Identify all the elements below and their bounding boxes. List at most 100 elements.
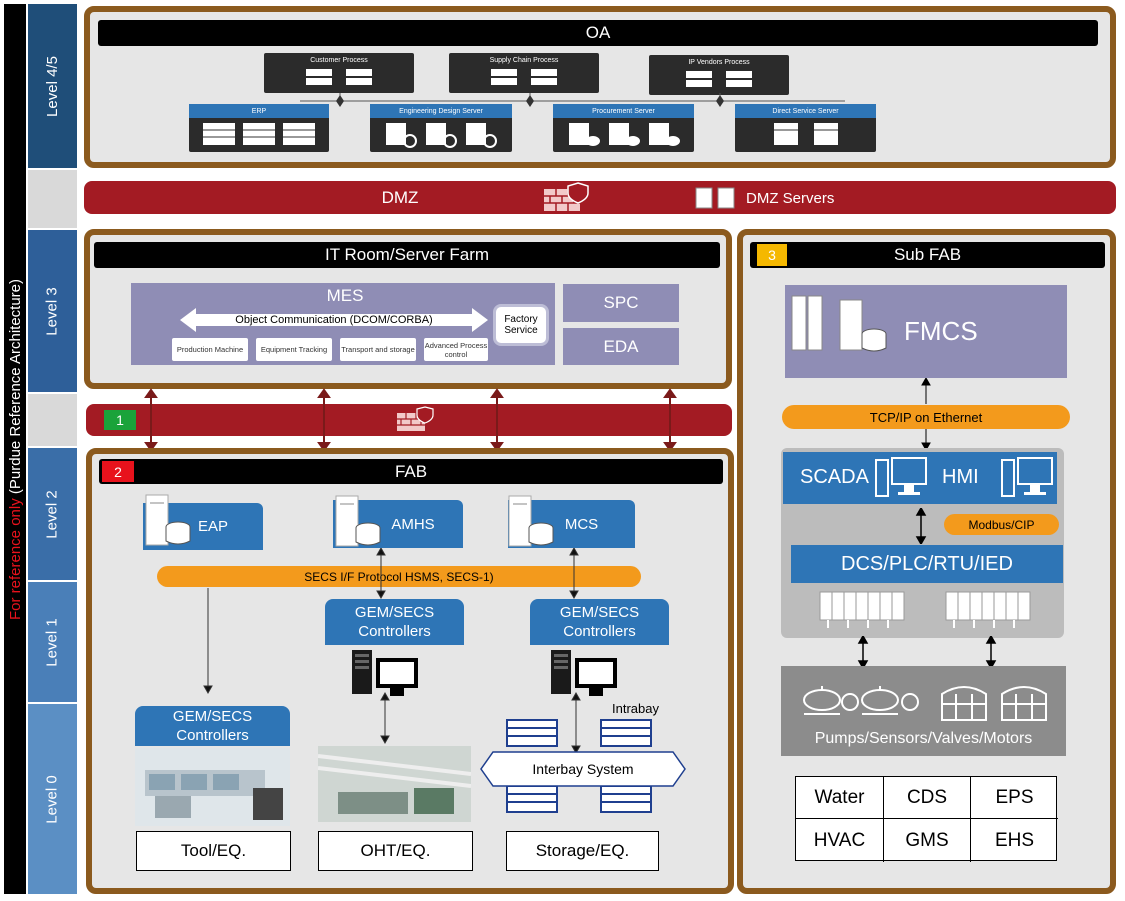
server-stack-icon	[726, 71, 752, 87]
firewall-icon	[397, 406, 434, 431]
object-communication-label: Object Communication (DCOM/CORBA)	[235, 314, 433, 326]
storage-rack-icons	[506, 719, 652, 813]
pump-icon	[803, 686, 919, 715]
level-0-band: Level 0	[28, 704, 77, 894]
server-stack-icon	[686, 71, 712, 87]
server-database-icon	[145, 494, 191, 546]
server-stack-icon	[813, 123, 838, 145]
level-gap-1	[28, 170, 77, 228]
mes-module-equipment-tracking: Equipment Tracking	[256, 338, 332, 361]
database-table-icon	[283, 123, 315, 145]
server-database-icon	[335, 495, 381, 547]
ip-vendors-process-label: IP Vendors Process	[688, 58, 750, 66]
server-stack-icon	[531, 69, 557, 85]
amhs-label: AMHS	[391, 515, 435, 533]
sidebar-black-strip	[4, 4, 26, 894]
tool-eq-box: Tool/EQ.	[136, 831, 291, 871]
sub-fab-title-bar: Sub FAB	[750, 242, 1105, 268]
mes-module-production-machine: Production Machine	[172, 338, 248, 361]
firewall-icon	[544, 182, 589, 211]
modbus-label: Modbus/CIP	[968, 517, 1035, 532]
supply-chain-process-box: Supply Chain Process	[449, 53, 599, 93]
dcs-plc-box: DCS/PLC/RTU/IED	[791, 545, 1063, 583]
gem-secs-controller-mcs: GEM/SECS Controllers	[530, 599, 669, 645]
direct-service-server-box: Direct Service Server	[735, 104, 876, 152]
fab-title: FAB	[394, 461, 428, 481]
database-table-icon	[203, 123, 235, 145]
utility-cell-gms: GMS	[884, 819, 971, 862]
workstation-icon	[875, 457, 927, 497]
procurement-server-box: Procurement Server	[553, 104, 694, 152]
workstation-icon	[352, 650, 418, 696]
server-gear-icon	[466, 123, 497, 148]
ip-vendors-process-box: IP Vendors Process	[649, 55, 789, 95]
spc-label: SPC	[603, 293, 639, 312]
tcpip-bar: TCP/IP on Ethernet	[782, 405, 1070, 429]
dmz-servers-label: DMZ Servers	[746, 190, 835, 207]
server-database-icon	[508, 495, 554, 547]
valve-tank-icon	[941, 686, 1047, 721]
server-stack-icon	[491, 69, 517, 85]
caption-reference: For reference only	[6, 497, 24, 620]
dmz-title: DMZ	[381, 187, 419, 207]
fmcs-connector	[921, 378, 931, 450]
level-3-band: Level 3	[28, 230, 77, 392]
oht-eq-label: OHT/EQ.	[360, 841, 431, 860]
workstation-icon	[551, 650, 617, 696]
zone-connector-arrows	[144, 388, 677, 452]
level-1-band: Level 1	[28, 582, 77, 702]
fmcs-box	[785, 285, 1067, 378]
it-room-title: IT Room/Server Farm	[324, 245, 490, 264]
zone-2-badge: 2	[102, 461, 134, 482]
hmi-label: HMI	[942, 466, 979, 488]
plc-rack-icon	[945, 591, 1031, 628]
interbay-system-shape	[480, 751, 686, 787]
gem-secs-controller-amhs: GEM/SECS Controllers	[325, 599, 464, 645]
dcs-plc-label: DCS/PLC/RTU/IED	[841, 552, 1013, 575]
engineering-design-server-label: Engineering Design Server	[370, 104, 512, 118]
server-gear-icon	[426, 123, 457, 148]
factory-service-label: Factory Service	[504, 314, 538, 336]
storage-eq-box: Storage/EQ.	[506, 831, 659, 871]
engineering-design-server-box: Engineering Design Server	[370, 104, 512, 152]
oht-equipment-image	[318, 746, 471, 822]
utility-cell-hvac: HVAC	[796, 819, 884, 862]
dmz-server-icon	[695, 187, 735, 209]
spc-box: SPC	[563, 284, 679, 322]
oa-title-bar: OA	[98, 20, 1098, 46]
level-0-label: Level 0	[44, 774, 61, 824]
eda-box: EDA	[563, 328, 679, 365]
oa-connector-lines	[300, 93, 845, 107]
mes-module-advanced-process-control: Advanced Process control	[424, 338, 488, 361]
field-devices-box	[781, 666, 1066, 756]
plc-field-connectors	[857, 636, 997, 668]
fab-connector-lines	[203, 548, 581, 755]
utility-cell-eps: EPS	[971, 777, 1058, 819]
procurement-server-label: Procurement Server	[553, 104, 694, 118]
mes-module-transport-storage: Transport and storage	[340, 338, 416, 361]
sub-fab-title: Sub FAB	[893, 245, 962, 264]
server-database-icon	[648, 123, 680, 146]
modbus-bar: Modbus/CIP	[944, 514, 1059, 535]
level-2-label: Level 2	[44, 489, 61, 539]
mes-title: MES	[326, 286, 364, 305]
tool-equipment-image	[135, 748, 290, 826]
utility-cell-cds: CDS	[884, 777, 971, 819]
dmz-bar	[84, 181, 1116, 214]
utilities-table: Water CDS EPS HVAC GMS EHS	[795, 776, 1058, 862]
tcpip-label: TCP/IP on Ethernet	[869, 409, 983, 425]
erp-server-box: ERP	[189, 104, 329, 152]
server-database-icon	[608, 123, 640, 146]
caption-architecture: (Purdue Reference Architecture)	[6, 278, 24, 494]
server-stack-icon	[773, 123, 798, 145]
supply-chain-process-label: Supply Chain Process	[489, 56, 559, 64]
customer-process-label: Customer Process	[310, 56, 368, 64]
server-database-icon	[568, 123, 600, 146]
level-gap-2	[28, 394, 77, 446]
direct-service-server-label: Direct Service Server	[735, 104, 876, 118]
server-stack-icon	[306, 69, 332, 85]
zone-3-badge: 3	[757, 244, 787, 266]
fmcs-label: FMCS	[904, 316, 978, 346]
mcs-label: MCS	[564, 515, 599, 533]
server-stack-icon	[346, 69, 372, 85]
